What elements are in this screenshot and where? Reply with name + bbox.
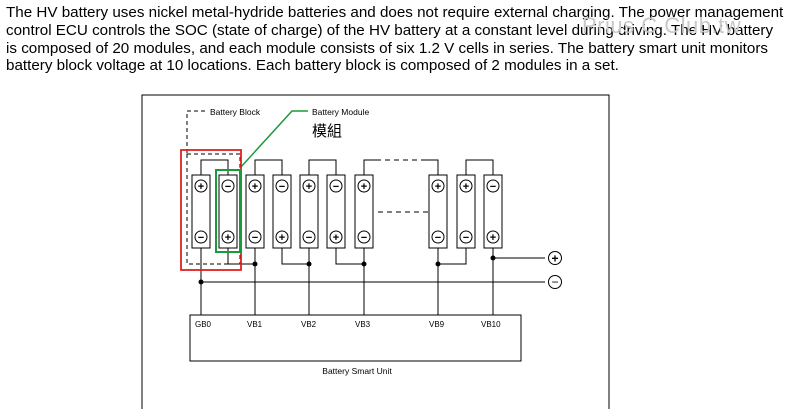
description-paragraph: The HV battery uses nickel metal-hydride… bbox=[6, 4, 796, 75]
terminal-label-vb2: VB2 bbox=[301, 320, 317, 329]
battery-module-label: Battery Module bbox=[312, 107, 369, 117]
plus-sign: + bbox=[198, 181, 204, 193]
battery-module: −+ bbox=[272, 174, 292, 249]
battery-module: +− bbox=[428, 174, 448, 249]
plus-sign: + bbox=[279, 232, 285, 244]
minus-terminal-icon bbox=[194, 230, 208, 244]
output-minus-terminal: − bbox=[548, 275, 562, 289]
plus-terminal-icon bbox=[357, 179, 371, 193]
battery-module: −+ bbox=[483, 174, 503, 249]
diagram-frame bbox=[141, 94, 610, 409]
battery-block-label: Battery Block bbox=[210, 107, 261, 117]
top-series-links bbox=[200, 159, 494, 175]
module-body bbox=[245, 174, 265, 249]
module-body bbox=[191, 174, 211, 249]
terminal-label-vb10: VB10 bbox=[481, 320, 501, 329]
plus-terminal-icon bbox=[221, 230, 235, 244]
minus-terminal-icon bbox=[486, 179, 500, 193]
terminal-label-gb0: GB0 bbox=[195, 320, 212, 329]
battery-module: +− bbox=[299, 174, 319, 249]
minus-sign: − bbox=[361, 232, 367, 244]
battery-smart-unit-box bbox=[189, 314, 522, 362]
module-annotation: 模組 bbox=[312, 123, 342, 140]
minus-terminal-icon bbox=[431, 230, 445, 244]
terminal-label-vb3: VB3 bbox=[355, 320, 371, 329]
module-body bbox=[299, 174, 319, 249]
battery-module-leader bbox=[239, 110, 308, 169]
minus-sign: − bbox=[198, 232, 204, 244]
minus-terminal-icon bbox=[302, 230, 316, 244]
minus-sign: − bbox=[225, 181, 231, 193]
plus-sign: + bbox=[490, 232, 496, 244]
plus-terminal-icon bbox=[275, 230, 289, 244]
svg-text:+: + bbox=[551, 252, 558, 266]
battery-module: +− bbox=[191, 174, 211, 249]
minus-sign: − bbox=[463, 232, 469, 244]
plus-sign: + bbox=[463, 181, 469, 193]
plus-terminal-icon bbox=[329, 230, 343, 244]
output-plus-terminal: + bbox=[548, 251, 562, 266]
plus-sign: + bbox=[435, 181, 441, 193]
plus-sign: + bbox=[333, 232, 339, 244]
description-line: control ECU controls the SOC (state of c… bbox=[6, 21, 774, 39]
battery-module: +− bbox=[354, 174, 374, 249]
plus-sign: + bbox=[225, 232, 231, 244]
module-body bbox=[354, 174, 374, 249]
module-body bbox=[326, 174, 346, 249]
minus-sign: − bbox=[435, 232, 441, 244]
description-line: is composed of 20 modules, and each modu… bbox=[6, 39, 768, 57]
module-body bbox=[483, 174, 503, 249]
battery-smart-unit-label: Battery Smart Unit bbox=[322, 366, 392, 376]
minus-terminal-icon bbox=[248, 230, 262, 244]
module-body bbox=[218, 174, 238, 249]
terminal-label-vb9: VB9 bbox=[429, 320, 445, 329]
watermark: Prius C Club.tw bbox=[582, 13, 742, 38]
battery-module: +− bbox=[245, 174, 265, 249]
terminal-label-vb1: VB1 bbox=[247, 320, 263, 329]
module-body bbox=[428, 174, 448, 249]
battery-module-highlight bbox=[215, 169, 241, 253]
description-line: The HV battery uses nickel metal-hydride… bbox=[6, 4, 784, 21]
plus-sign: + bbox=[361, 181, 367, 193]
module-body bbox=[272, 174, 292, 249]
plus-sign: + bbox=[252, 181, 258, 193]
bottom-series-links bbox=[227, 248, 467, 265]
plus-terminal-icon bbox=[302, 179, 316, 193]
minus-sign: − bbox=[333, 181, 339, 193]
voltage-sense-wires bbox=[198, 255, 496, 315]
description-line: battery block voltage at 10 locations. E… bbox=[6, 57, 619, 75]
minus-sign: − bbox=[252, 232, 258, 244]
minus-sign: − bbox=[306, 232, 312, 244]
plus-sign: + bbox=[306, 181, 312, 193]
battery-block-leader bbox=[186, 110, 205, 154]
minus-terminal-icon bbox=[221, 179, 235, 193]
minus-sign: − bbox=[490, 181, 496, 193]
module-body bbox=[456, 174, 476, 249]
minus-terminal-icon bbox=[357, 230, 371, 244]
battery-module: −+ bbox=[218, 174, 238, 249]
plus-terminal-icon bbox=[431, 179, 445, 193]
plus-terminal-icon bbox=[248, 179, 262, 193]
plus-terminal-icon bbox=[486, 230, 500, 244]
minus-terminal-icon bbox=[459, 230, 473, 244]
minus-terminal-icon bbox=[275, 179, 289, 193]
minus-terminal-icon bbox=[329, 179, 343, 193]
plus-terminal-icon bbox=[459, 179, 473, 193]
svg-text:−: − bbox=[551, 275, 558, 289]
battery-modules: +−−++−−++−−++−+−+−−+ bbox=[191, 174, 503, 249]
minus-sign: − bbox=[279, 181, 285, 193]
plus-terminal-icon bbox=[194, 179, 208, 193]
battery-module: −+ bbox=[326, 174, 346, 249]
battery-module: +− bbox=[456, 174, 476, 249]
